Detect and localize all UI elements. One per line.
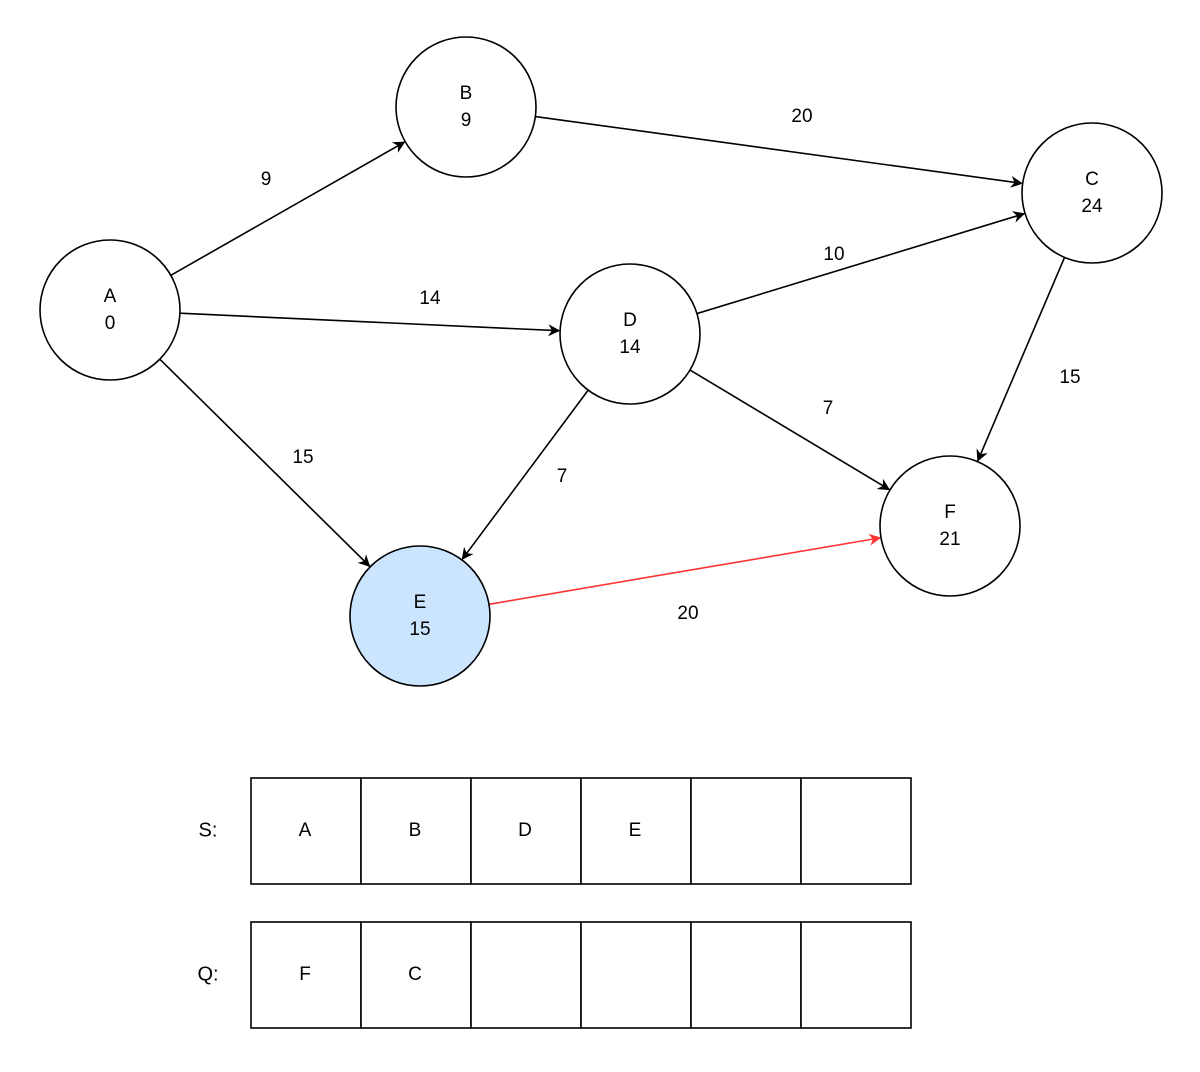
node-distance: 24 — [1081, 196, 1103, 217]
edge-weight-a-d: 14 — [419, 288, 441, 309]
node-circle — [1021, 122, 1163, 264]
array-cell-value: D — [518, 820, 532, 841]
edge-d-c — [696, 211, 1026, 315]
node-name: D — [623, 310, 637, 331]
array-cell — [800, 777, 912, 885]
array-cell-value: C — [408, 964, 422, 985]
node-distance: 21 — [939, 529, 960, 550]
edge-d-e — [461, 389, 589, 561]
edges-layer: 9 14 15 20 10 7 7 15 20 — [159, 106, 1081, 624]
node-e: E 15 — [349, 545, 491, 687]
edge-b-c — [535, 115, 1023, 188]
node-name: A — [104, 286, 117, 307]
node-distance: 15 — [409, 619, 430, 640]
edge-weight-a-e: 15 — [292, 447, 313, 468]
node-distance: 0 — [105, 313, 116, 334]
node-a: A0 — [39, 239, 181, 381]
array-cell — [690, 777, 802, 885]
edge-a-e — [159, 358, 371, 567]
array-cell — [800, 921, 912, 1029]
array-cell-value: F — [299, 964, 311, 985]
array-label: S: — [199, 819, 218, 841]
node-b: B9 — [395, 36, 537, 178]
edge-a-b — [170, 141, 406, 277]
arrays-layer: S: A B D E Q: F C — [197, 777, 912, 1029]
array-cell-value: B — [409, 820, 422, 841]
edge-weight-d-e: 7 — [557, 466, 568, 487]
array-cell — [360, 777, 472, 885]
node-d: D 14 — [559, 263, 701, 405]
edge-e-f — [488, 533, 882, 606]
array-cell-value: A — [299, 820, 312, 841]
node-c: C 24 — [1021, 122, 1163, 264]
array-0: S: A B D E — [199, 777, 912, 885]
node-circle — [395, 36, 537, 178]
node-f: F 21 — [879, 455, 1021, 597]
edge-weight-a-b: 9 — [261, 169, 272, 190]
array-cell-value: E — [629, 820, 642, 841]
node-circle — [39, 239, 181, 381]
node-name: E — [414, 592, 427, 613]
node-distance: 9 — [461, 110, 472, 131]
array-cell — [360, 921, 472, 1029]
array-cell — [470, 921, 582, 1029]
edge-weight-e-f: 20 — [677, 603, 698, 624]
array-cell — [690, 921, 802, 1029]
edge-weight-c-f: 15 — [1059, 367, 1080, 388]
edge-a-d — [179, 312, 561, 337]
node-circle — [559, 263, 701, 405]
array-cell — [580, 921, 692, 1029]
edge-weight-d-c: 10 — [823, 244, 844, 265]
edge-weight-d-f: 7 — [823, 398, 834, 419]
edge-c-f — [976, 257, 1066, 462]
array-cell — [470, 777, 582, 885]
edge-weight-b-c: 20 — [791, 106, 812, 127]
node-distance: 14 — [619, 337, 641, 358]
node-name: F — [944, 502, 956, 523]
edge-d-f — [689, 369, 891, 491]
node-name: C — [1085, 169, 1099, 190]
array-label: Q: — [197, 963, 218, 985]
node-circle — [879, 455, 1021, 597]
array-1: Q: F C — [197, 921, 912, 1029]
node-circle — [349, 545, 491, 687]
array-cell — [250, 777, 362, 885]
node-name: B — [460, 83, 473, 104]
